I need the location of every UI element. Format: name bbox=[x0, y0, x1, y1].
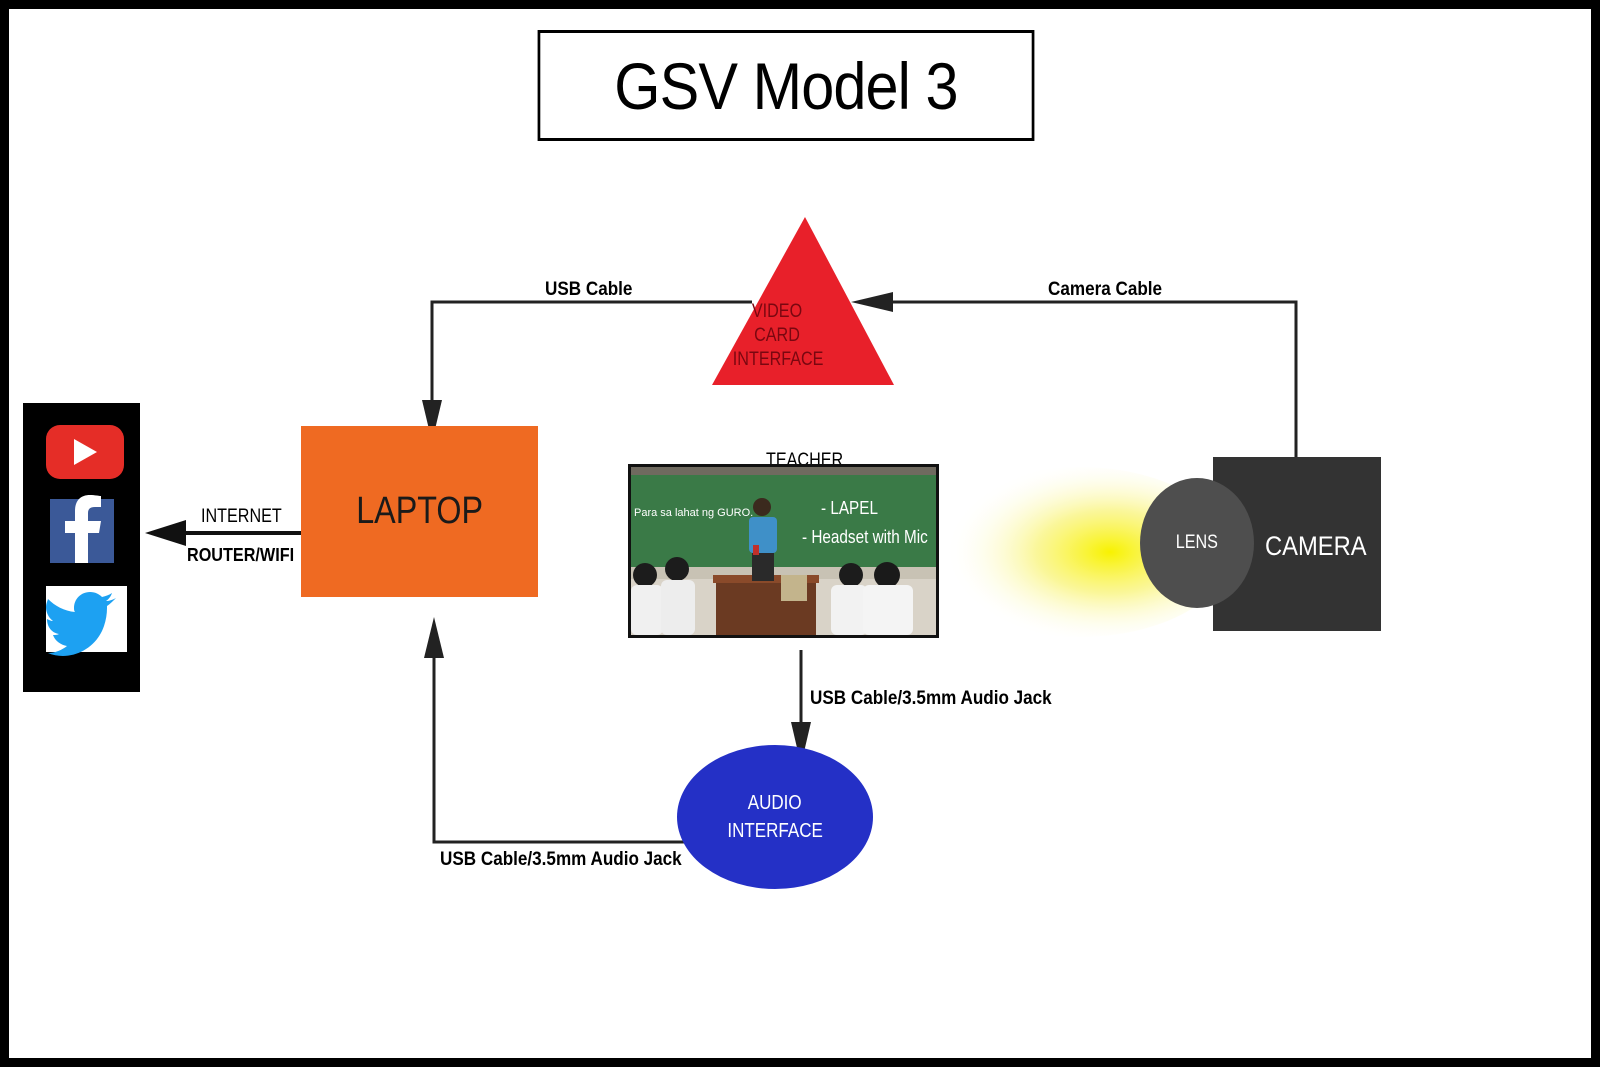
camera-label: CAMERA bbox=[1265, 531, 1367, 561]
teacher-audio-arrowhead bbox=[791, 722, 811, 765]
diagram-title: GSV Model 3 bbox=[537, 30, 1035, 141]
classroom-image bbox=[631, 467, 936, 635]
lapel-text: - LAPEL bbox=[821, 498, 878, 518]
usb-cable-line bbox=[430, 300, 752, 412]
teacher-audio-cable-label: USB Cable/3.5mm Audio Jack bbox=[810, 688, 1052, 709]
audio-laptop-arrowhead bbox=[424, 617, 444, 658]
video-card-line1: VIDEO CARD bbox=[751, 301, 803, 346]
audio-laptop-cable-label: USB Cable/3.5mm Audio Jack bbox=[440, 849, 682, 870]
twitter-icon[interactable] bbox=[30, 586, 127, 656]
internet-arrowhead bbox=[145, 520, 186, 546]
video-card-triangle bbox=[712, 217, 894, 385]
youtube-icon[interactable] bbox=[46, 425, 124, 479]
lens-label: LENS bbox=[1175, 532, 1219, 553]
lens-node: LENS bbox=[1140, 478, 1254, 608]
internet-label: INTERNET bbox=[201, 506, 282, 527]
teacher-photo: Para sa lahat ng GURO. - LAPEL - Headset… bbox=[628, 464, 939, 638]
audio-interface-node: AUDIO INTERFACE bbox=[677, 745, 873, 889]
usb-cable-label: USB Cable bbox=[545, 279, 633, 300]
audio-line1: AUDIO bbox=[748, 792, 802, 814]
usb-cable-arrowhead bbox=[422, 400, 442, 442]
facebook-icon[interactable] bbox=[50, 495, 114, 563]
laptop-label: LAPTOP bbox=[356, 490, 483, 532]
video-card-label: VIDEO CARD INTERFACE bbox=[725, 300, 829, 372]
audio-laptop-line bbox=[432, 640, 700, 844]
laptop-node: LAPTOP bbox=[301, 426, 538, 597]
board-text: Para sa lahat ng GURO. bbox=[634, 507, 754, 519]
router-wifi-label: ROUTER/WIFI bbox=[187, 545, 295, 565]
video-card-line2: INTERFACE bbox=[732, 349, 824, 370]
camera-cable-line bbox=[870, 300, 1298, 457]
camera-cable-label: Camera Cable bbox=[1048, 279, 1163, 300]
camera-cable-arrowhead bbox=[851, 292, 893, 312]
audio-line2: INTERFACE bbox=[727, 820, 823, 842]
headset-text: - Headset with Mic bbox=[802, 527, 928, 547]
